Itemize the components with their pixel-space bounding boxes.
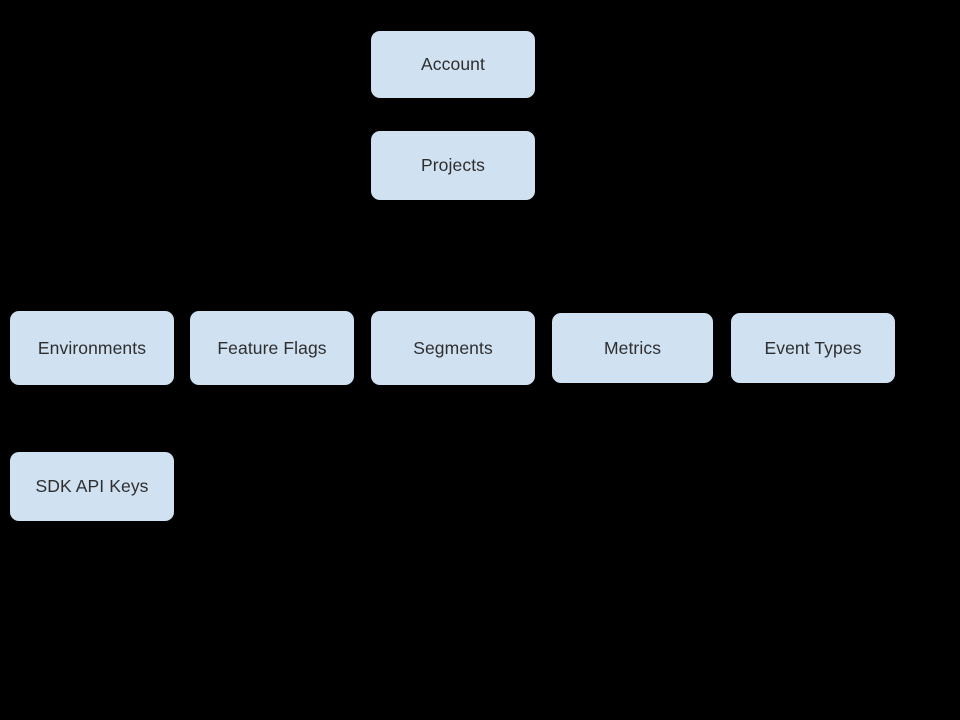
node-sdk-api-keys[interactable]: SDK API Keys: [10, 452, 174, 521]
node-label-environments: Environments: [37, 337, 147, 358]
node-label-projects: Projects: [420, 155, 485, 175]
node-label-feature-flags: Feature Flags: [217, 337, 327, 358]
node-label-segments: Segments: [413, 337, 493, 358]
node-label-metrics: Metrics: [603, 337, 662, 358]
node-label-event-types: Event Types: [764, 337, 862, 358]
node-label-account: Account: [421, 54, 485, 74]
node-projects[interactable]: Projects: [371, 131, 535, 200]
node-metrics[interactable]: Metrics: [552, 313, 713, 383]
node-feature-flags[interactable]: Feature Flags: [190, 311, 354, 385]
node-label-sdk-api-keys: SDK API Keys: [35, 476, 149, 496]
node-event-types[interactable]: Event Types: [731, 313, 895, 383]
node-segments[interactable]: Segments: [371, 311, 535, 385]
node-account[interactable]: Account: [371, 31, 535, 98]
node-environments[interactable]: Environments: [10, 311, 174, 385]
